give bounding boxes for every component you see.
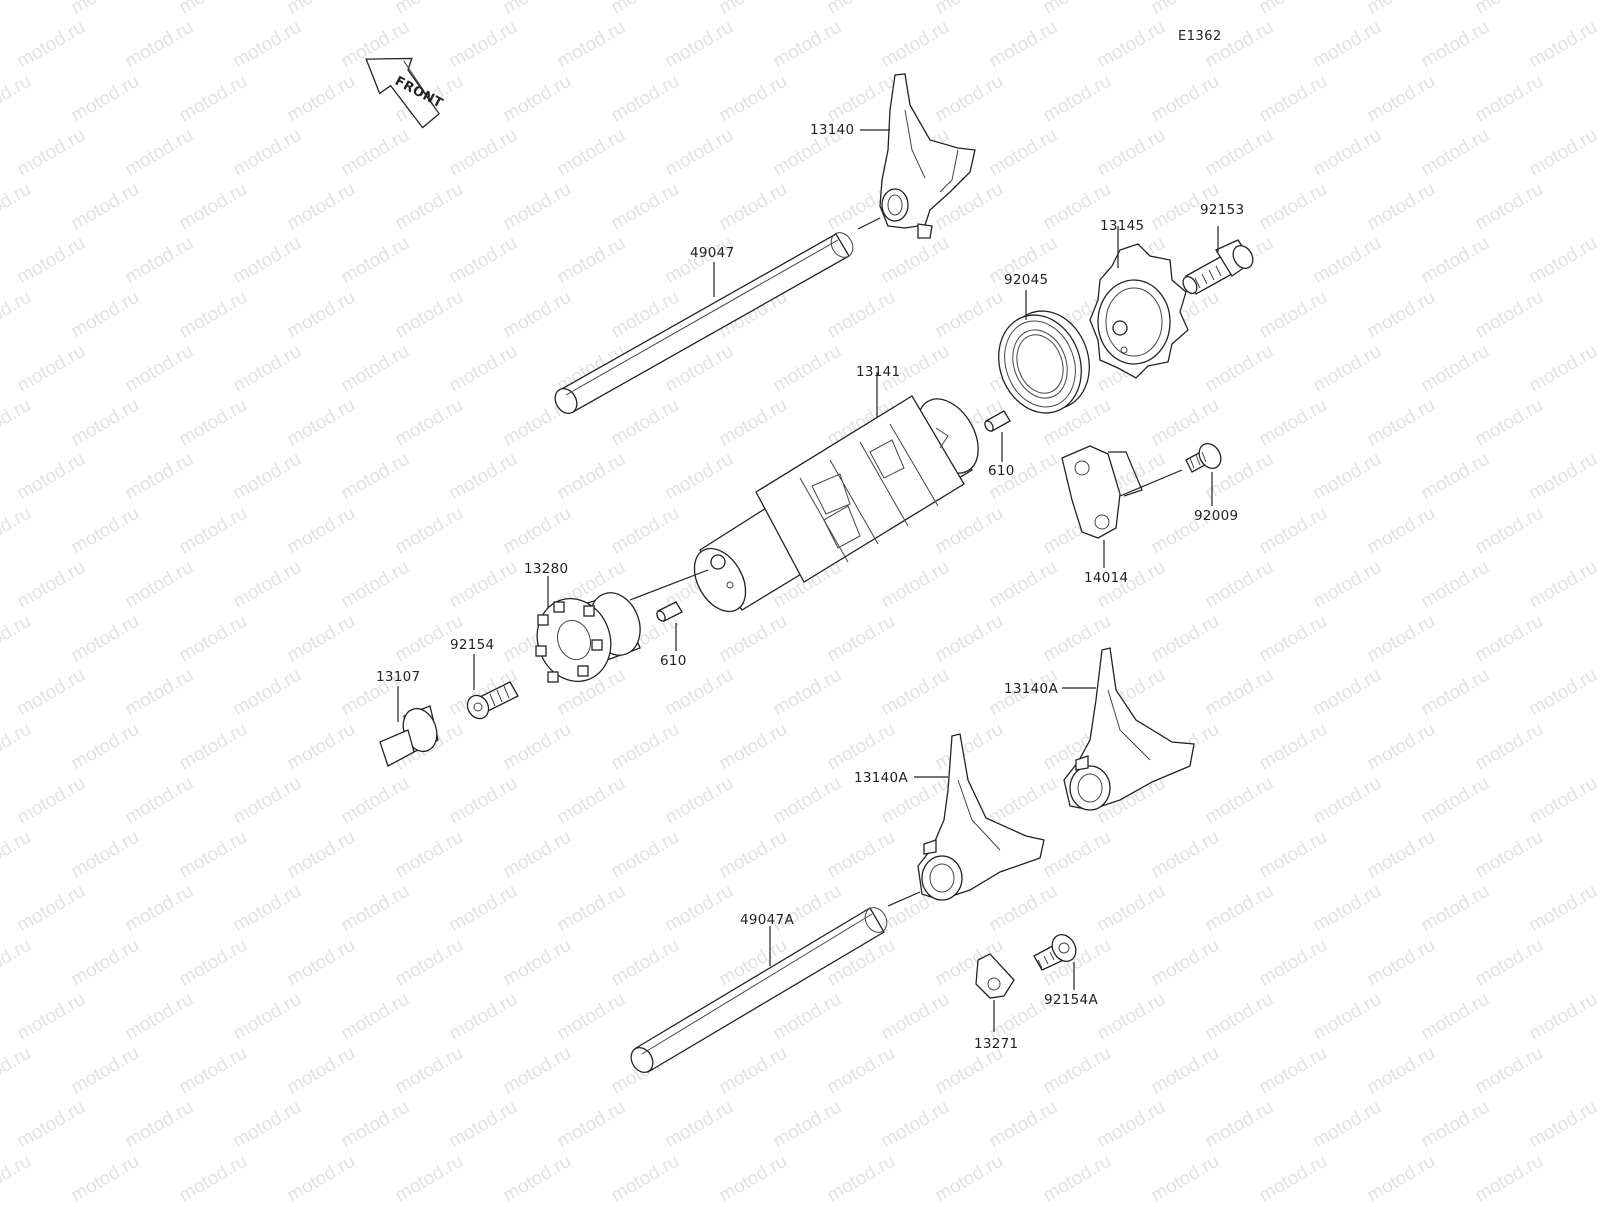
label-92154a: 92154A bbox=[1044, 992, 1098, 1008]
bolt-92154 bbox=[466, 681, 519, 720]
cam-13280 bbox=[535, 592, 641, 683]
front-arrow-icon bbox=[365, 57, 440, 129]
shift-fork-13140a-right bbox=[1063, 647, 1195, 811]
label-13271: 13271 bbox=[974, 1036, 1019, 1052]
label-13141: 13141 bbox=[856, 364, 901, 380]
plate-13271 bbox=[975, 953, 1015, 999]
label-92009: 92009 bbox=[1194, 508, 1239, 524]
label-13145: 13145 bbox=[1100, 218, 1145, 234]
shift-drum-13141 bbox=[693, 395, 979, 613]
shift-fork-13140a-lower bbox=[917, 733, 1045, 901]
label-610-lower: 610 bbox=[660, 653, 687, 669]
label-13280: 13280 bbox=[524, 561, 569, 577]
shift-fork-13140 bbox=[879, 73, 976, 239]
label-49047a: 49047A bbox=[740, 912, 794, 928]
label-610-upper: 610 bbox=[988, 463, 1015, 479]
plate-14014 bbox=[1061, 445, 1121, 539]
bearing-92045 bbox=[998, 310, 1090, 414]
label-13140a-lower: 13140A bbox=[854, 770, 908, 786]
bolt-92153 bbox=[1182, 239, 1254, 295]
label-92154: 92154 bbox=[450, 637, 495, 653]
bolt-92154a bbox=[1033, 934, 1077, 971]
label-92045: 92045 bbox=[1004, 272, 1049, 288]
part-13107 bbox=[379, 705, 439, 767]
label-13140: 13140 bbox=[810, 122, 855, 138]
screw-92009 bbox=[1185, 443, 1222, 473]
label-13140a-right: 13140A bbox=[1004, 681, 1058, 697]
diagram-code: E1362 bbox=[1178, 29, 1222, 44]
label-49047: 49047 bbox=[690, 245, 735, 261]
pin-610-lower bbox=[656, 601, 683, 622]
shaft-49047a bbox=[630, 907, 888, 1073]
label-13107: 13107 bbox=[376, 669, 421, 685]
pin-610-upper bbox=[984, 410, 1011, 432]
label-92153: 92153 bbox=[1200, 202, 1245, 218]
star-plate-13145 bbox=[1089, 243, 1189, 379]
shaft-49047 bbox=[554, 232, 854, 414]
label-14014: 14014 bbox=[1084, 570, 1129, 586]
